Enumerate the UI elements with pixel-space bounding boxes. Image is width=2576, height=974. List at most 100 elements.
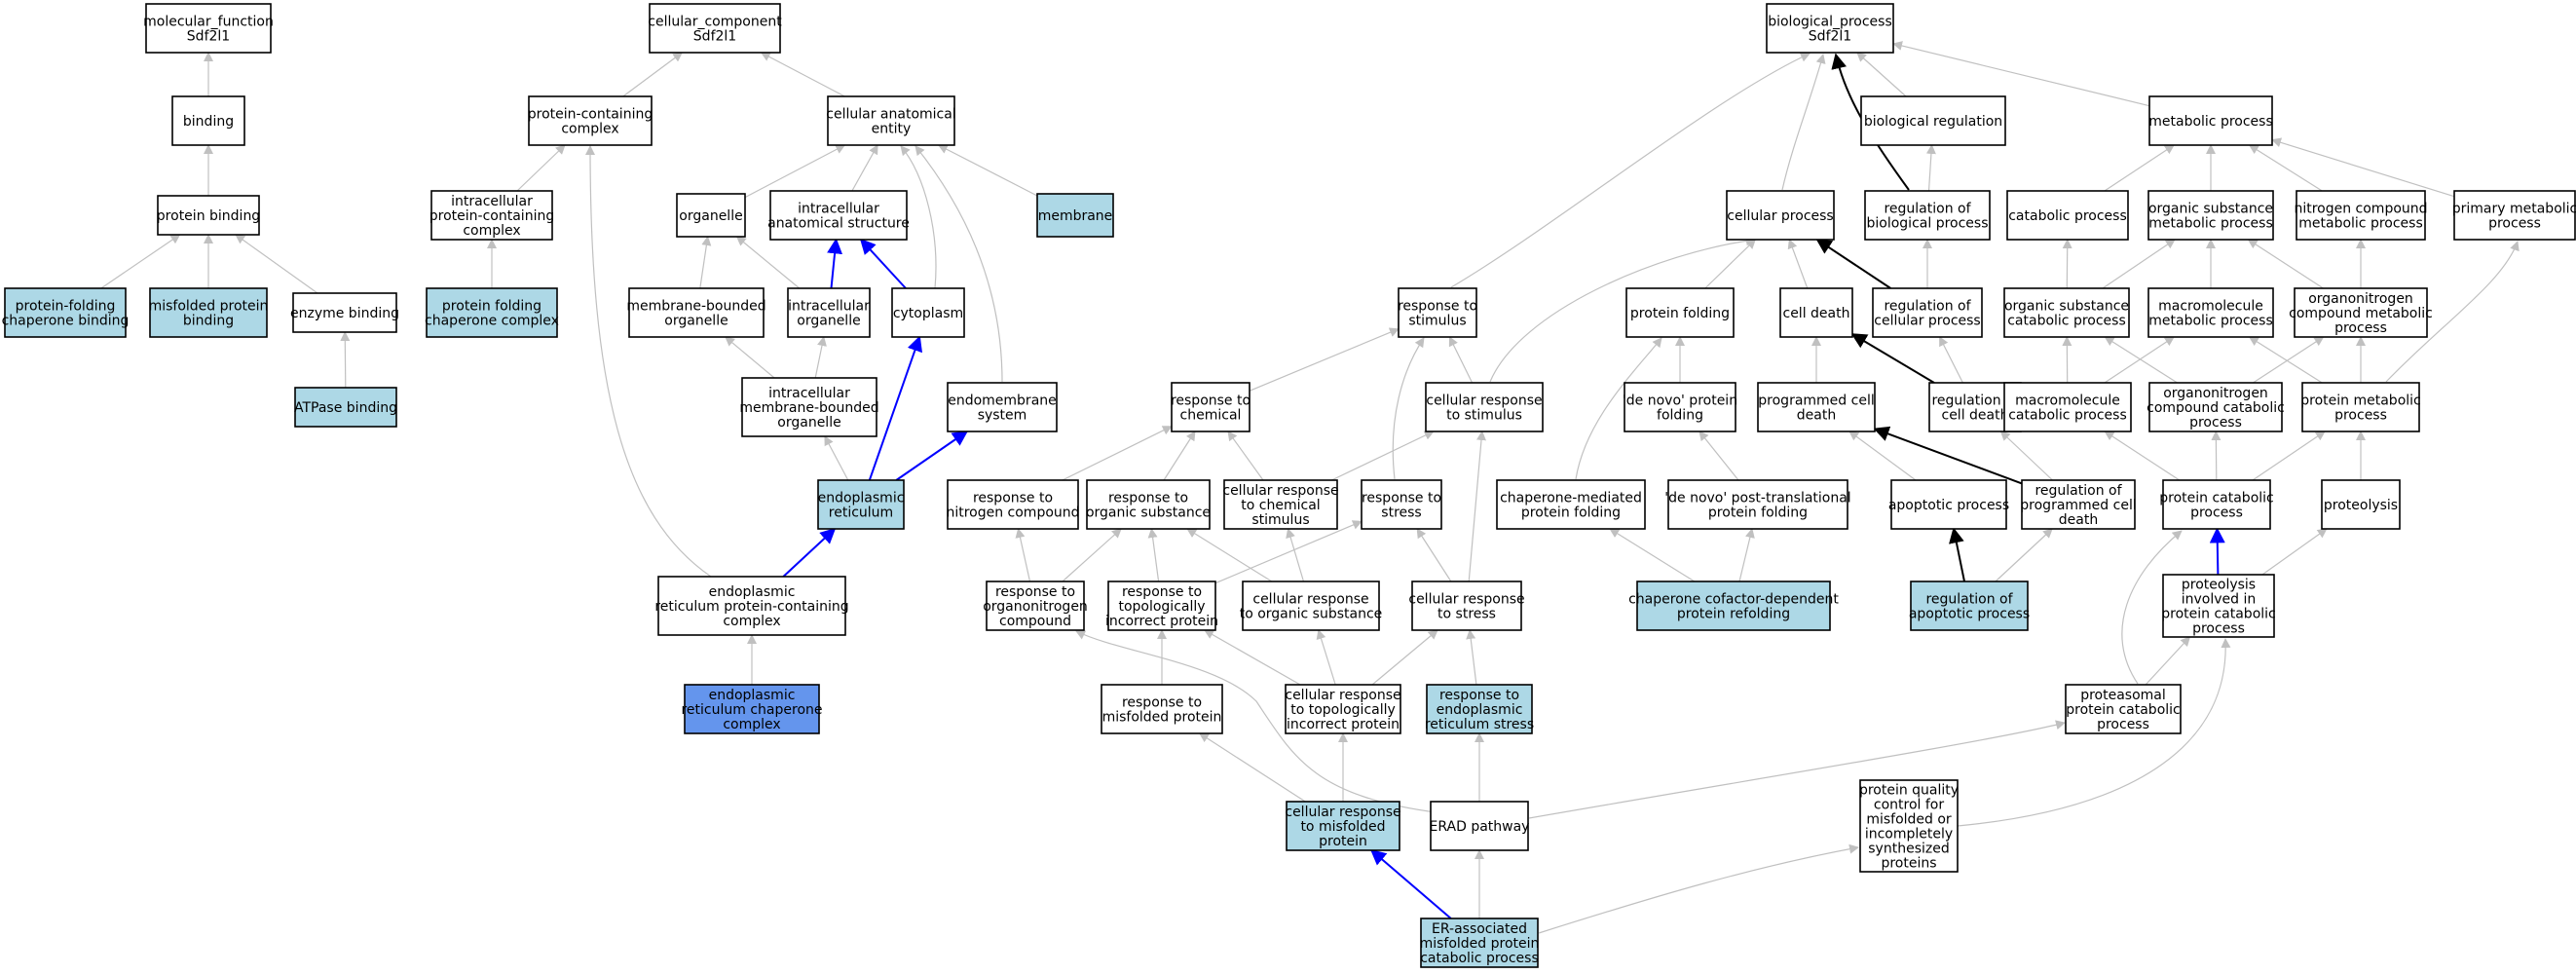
node-binding[interactable]: binding	[171, 95, 245, 146]
node-metabolic[interactable]: metabolic process	[2148, 95, 2273, 146]
node-label-line: protein	[1319, 834, 1367, 849]
node-label-line: nitrogen compound	[2294, 202, 2427, 217]
node-label-line: protein-folding	[16, 299, 116, 315]
node-label-line: biological_process	[1768, 15, 1892, 30]
node-label-line: death	[2059, 512, 2098, 528]
node-box	[2065, 684, 2182, 734]
edge-cell_response_stress-to-cell_response_stimulus	[1468, 431, 1486, 582]
node-catabolic[interactable]: catabolic process	[2006, 190, 2129, 241]
node-enzyme-binding[interactable]: enzyme binding	[290, 292, 399, 333]
node-atpase-binding[interactable]: ATPase binding	[294, 387, 397, 428]
node-label-line: macromolecule	[2015, 393, 2120, 409]
node-cell-death[interactable]: cell death	[1779, 287, 1853, 338]
node-box	[1171, 382, 1251, 432]
node-label-line: chaperone-mediated	[1500, 491, 1642, 506]
node-label-line: process	[2097, 717, 2149, 732]
node-box	[1766, 3, 1894, 54]
node-label-line: Sdf2l1	[693, 29, 736, 45]
node-bio-reg[interactable]: biological regulation	[1860, 95, 2006, 146]
node-box	[292, 292, 397, 333]
node-box	[741, 377, 877, 437]
edge-response_nitrogen-to-response_chemical	[1062, 426, 1173, 481]
node-organelle[interactable]: organelle	[676, 193, 746, 238]
node-box	[2147, 190, 2274, 241]
edge-response_stimulus-to-bp	[1450, 53, 1811, 288]
node-label-line: organelle	[664, 314, 728, 329]
node-proteolysis[interactable]: proteolysis	[2321, 479, 2401, 530]
node-erad-pathway[interactable]: ERAD pathway	[1430, 801, 1530, 851]
node-label-line: cellular response	[1285, 688, 1400, 703]
edge-erad_catab-to-protein_quality_control	[1538, 843, 1859, 934]
edge-endomembrane-to-cell_anat_entity	[915, 145, 1003, 383]
node-label-line: intracellular	[451, 194, 533, 209]
edge-reg_cell_death-to-cell_death	[1850, 333, 1935, 384]
edge-mb_organelle-to-organelle	[699, 236, 712, 289]
node-membrane[interactable]: membrane	[1036, 193, 1114, 238]
edge-prot_cont_complex-to-cc	[622, 52, 684, 97]
node-protein-binding[interactable]: protein binding	[157, 195, 260, 236]
node-box	[1864, 190, 1991, 241]
node-cellular-process[interactable]: cellular process	[1726, 190, 1835, 241]
node-box	[1860, 95, 2006, 146]
node-cytoplasm[interactable]: cytoplasm	[891, 287, 965, 338]
node-protein-folding[interactable]: protein folding	[1625, 287, 1735, 338]
node-apoptotic[interactable]: apoptotic process	[1888, 479, 2009, 530]
node-label-line: protein catabolic	[2159, 491, 2274, 506]
